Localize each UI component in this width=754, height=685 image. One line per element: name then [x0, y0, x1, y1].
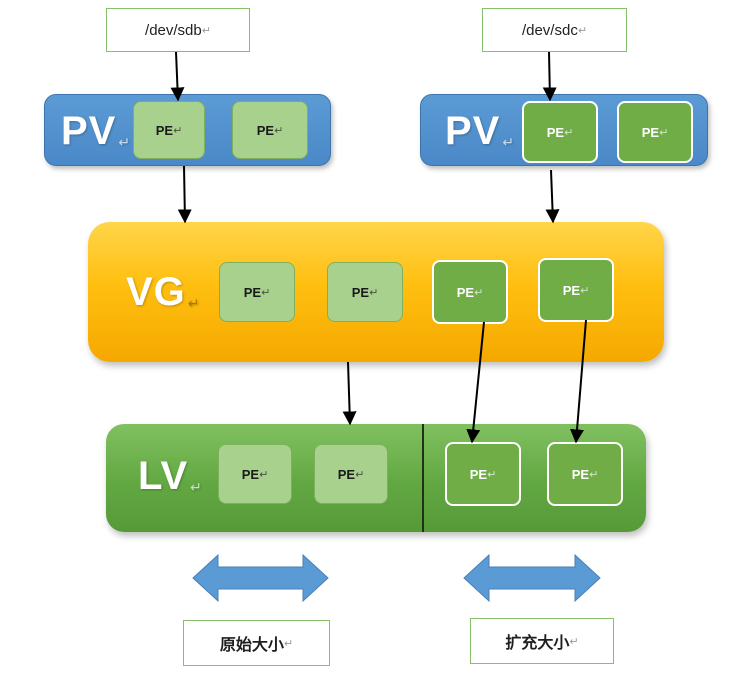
pe-block: PE↵ — [232, 101, 308, 159]
lv-divider — [422, 424, 424, 532]
lv-label: LV↵ — [138, 453, 203, 498]
paragraph-mark: ↵ — [201, 24, 211, 37]
arrow-vg-to-lv — [342, 361, 357, 426]
pv-label: PV↵ — [445, 108, 516, 153]
device-box-sdc: /dev/sdc↵ — [482, 8, 627, 52]
pe-block: PE↵ — [538, 258, 614, 322]
pe-block: PE↵ — [219, 262, 295, 322]
pe-block: PE↵ — [133, 101, 205, 159]
double-arrow-extended — [463, 553, 601, 603]
device-label: /dev/sdb — [145, 21, 202, 39]
pv-left: PV↵ PE↵ PE↵ — [44, 94, 331, 166]
pe-block: PE↵ — [617, 101, 693, 163]
arrow-sdc-to-pv — [542, 51, 557, 102]
pe-block: PE↵ — [445, 442, 521, 506]
pe-block: PE↵ — [327, 262, 403, 322]
pe-block: PE↵ — [314, 444, 388, 504]
device-box-sdb: /dev/sdb↵ — [106, 8, 250, 52]
pv-label: PV↵ — [61, 108, 132, 153]
pe-block: PE↵ — [218, 444, 292, 504]
arrow-pv-left-to-vg — [177, 165, 192, 224]
pv-right: PV↵ PE↵ PE↵ — [420, 94, 708, 166]
arrow-pv-right-to-vg — [545, 169, 560, 224]
caption-original-size: 原始大小↵ — [183, 620, 330, 666]
arrow-sdb-to-pv — [170, 51, 185, 102]
vg-label: VG↵ — [126, 269, 201, 314]
paragraph-mark: ↵ — [577, 24, 588, 37]
device-label: /dev/sdc — [521, 21, 578, 39]
pe-block: PE↵ — [522, 101, 598, 163]
logical-volume: LV↵ PE↵ PE↵ PE↵ PE↵ — [106, 424, 646, 532]
caption-extended-size: 扩充大小↵ — [470, 618, 614, 664]
arrow-vg-pe3-to-lv-pe3 — [466, 321, 485, 444]
volume-group: VG↵ PE↵ PE↵ PE↵ PE↵ — [88, 222, 664, 362]
arrow-vg-pe4-to-lv-pe4 — [570, 319, 587, 444]
pe-block: PE↵ — [432, 260, 508, 324]
pe-block: PE↵ — [547, 442, 623, 506]
double-arrow-original — [192, 553, 329, 603]
